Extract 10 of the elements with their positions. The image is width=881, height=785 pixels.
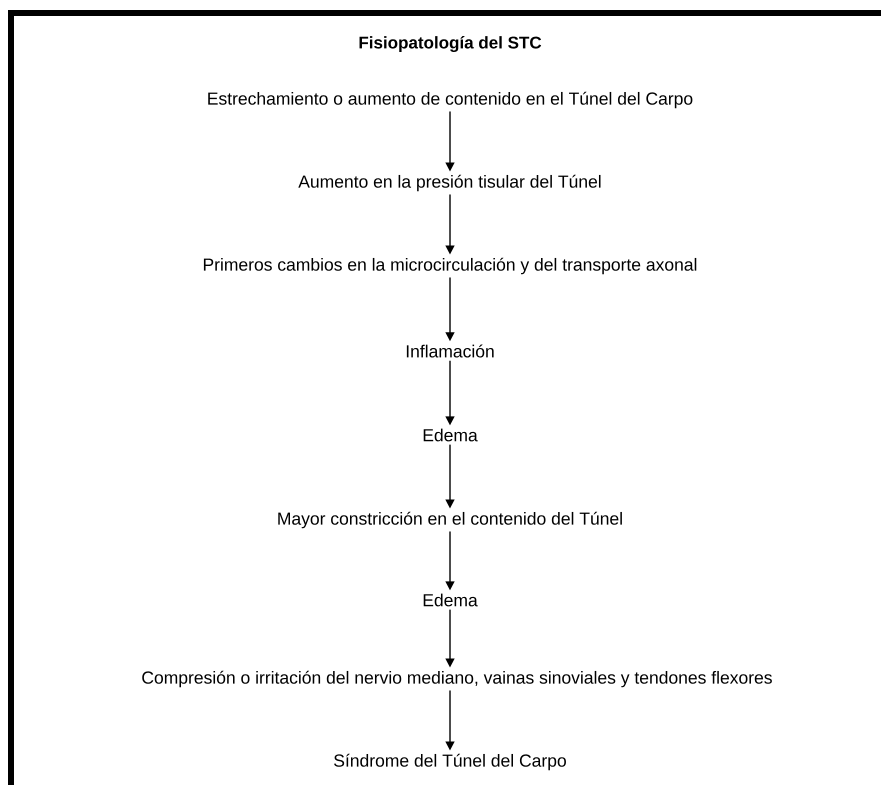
step-text: Síndrome del Túnel del Carpo [334, 754, 566, 770]
step-text: Primeros cambios en la microcirculación y del transporte axonal [204, 258, 696, 274]
step-text: Edema [424, 428, 478, 442]
step-text: Estrechamiento o aumento de contenido en el Túnel del Carpo [208, 92, 692, 108]
step-text: Mayor constricción en el contenido del Túnel [278, 512, 622, 528]
step-text: Edema [424, 594, 478, 606]
title: Fisiopatología del STC [360, 36, 542, 52]
step-text: Aumento en la presión tisular del Túnel [298, 174, 600, 192]
step-text: Compresión o irritación del nervio mediano, vainas sinoviales y tendones flexores [142, 670, 772, 688]
step-text: Inflamación [406, 344, 494, 358]
